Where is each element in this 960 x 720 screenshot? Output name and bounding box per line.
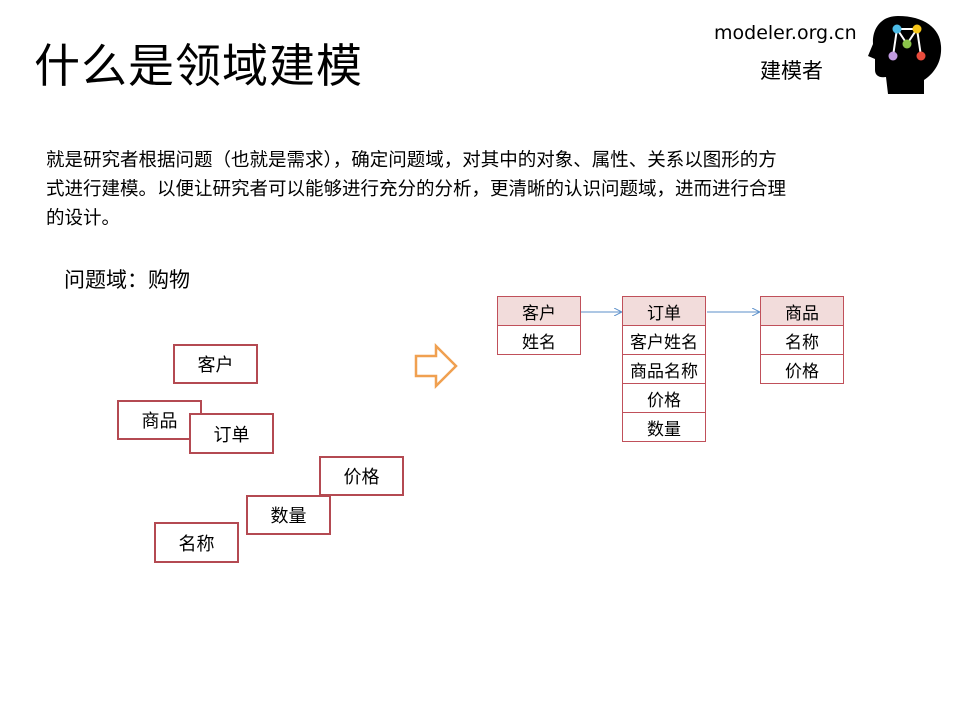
right-arrow-icon xyxy=(414,342,458,390)
entity-order-attr-customer-name: 客户姓名 xyxy=(622,325,706,355)
concept-tag-customer: 客户 xyxy=(173,344,258,384)
entity-customer-attr-name: 姓名 xyxy=(497,325,581,355)
concept-tag-order: 订单 xyxy=(189,413,274,454)
concept-tag-name: 名称 xyxy=(154,522,239,563)
entity-order: 订单 客户姓名 商品名称 价格 数量 xyxy=(622,296,706,442)
entity-product-attr-price: 价格 xyxy=(760,354,844,384)
entity-order-attr-product-name: 商品名称 xyxy=(622,354,706,384)
description-paragraph: 就是研究者根据问题（也就是需求），确定问题域，对其中的对象、属性、关系以图形的方… xyxy=(46,150,787,229)
entity-product: 商品 名称 价格 xyxy=(760,296,844,384)
entity-order-header: 订单 xyxy=(622,296,706,326)
entity-order-attr-quantity: 数量 xyxy=(622,412,706,442)
site-url[interactable]: modeler.org.cn xyxy=(714,22,857,44)
entity-order-attr-price: 价格 xyxy=(622,383,706,413)
entity-customer-header: 客户 xyxy=(497,296,581,326)
head-network-icon xyxy=(868,16,942,94)
concept-tag-quantity: 数量 xyxy=(246,495,331,535)
entity-product-attr-name: 名称 xyxy=(760,325,844,355)
page-title: 什么是领域建模 xyxy=(34,39,363,93)
entity-product-header: 商品 xyxy=(760,296,844,326)
entity-customer: 客户 姓名 xyxy=(497,296,581,355)
brand-name: 建模者 xyxy=(760,59,823,83)
concept-tag-price: 价格 xyxy=(319,456,404,496)
problem-domain-label: 问题域：购物 xyxy=(64,268,190,292)
